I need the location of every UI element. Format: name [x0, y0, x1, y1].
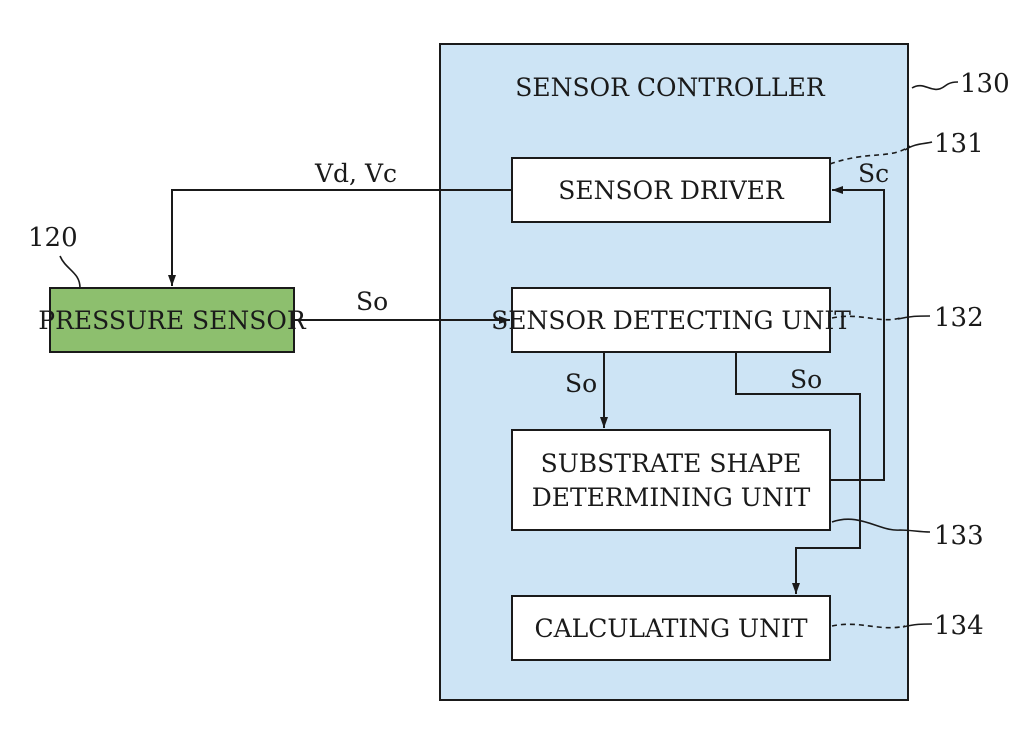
substrate-shape-unit-label-line1: SUBSTRATE SHAPE: [541, 449, 802, 478]
signal-sc: Sc: [858, 159, 889, 188]
sensor-detecting-unit-box: [511, 287, 831, 353]
ref-120: 120: [28, 223, 78, 253]
signal-so-down: So: [565, 369, 597, 398]
ref-133: 133: [934, 521, 984, 551]
signal-vd-vc: Vd, Vc: [314, 159, 397, 188]
leader-131: [829, 145, 911, 165]
leader-134: [831, 623, 906, 629]
ref-130: 130: [960, 69, 1010, 99]
sensor-controller-box: [439, 43, 909, 701]
leader-131-tail: [904, 141, 933, 151]
ref-131: 131: [934, 129, 984, 159]
pressure-sensor-box: [49, 287, 295, 353]
pressure-sensor-label: PRESSURE SENSOR: [38, 306, 307, 335]
calculating-unit-box: [511, 595, 831, 661]
substrate-shape-unit-label-line2: DETERMINING UNIT: [532, 483, 811, 512]
ref-134: 134: [934, 611, 984, 641]
wire-so-right: [735, 352, 861, 594]
calculating-unit-label: CALCULATING UNIT: [534, 614, 807, 643]
wire-sc: [830, 186, 885, 481]
leader-134-tail: [902, 623, 933, 628]
ref-132: 132: [934, 303, 984, 333]
signal-so-right: So: [790, 365, 822, 394]
leader-133: [831, 518, 931, 533]
leader-120: [59, 255, 81, 289]
leader-130: [911, 81, 959, 91]
sensor-controller-title: SENSOR CONTROLLER: [515, 73, 826, 102]
wire-vd-vc: [168, 189, 512, 286]
leader-132-tail: [897, 315, 931, 320]
signal-so-in: So: [356, 287, 388, 316]
sensor-driver-box: [511, 157, 831, 223]
sensor-detecting-unit-label: SENSOR DETECTING UNIT: [491, 306, 851, 335]
sensor-driver-label: SENSOR DRIVER: [558, 176, 785, 205]
leader-132: [831, 315, 901, 321]
substrate-shape-unit-box: [511, 429, 831, 531]
